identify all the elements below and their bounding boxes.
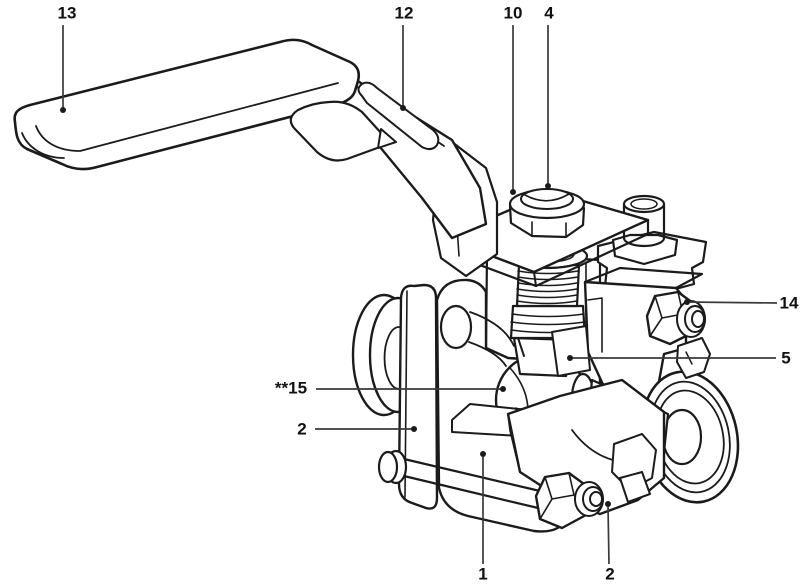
callout-label-2-right: 2 bbox=[605, 564, 615, 584]
callout-label-1: 1 bbox=[478, 564, 488, 584]
leader-14 bbox=[686, 301, 778, 304]
callout-label-10: 10 bbox=[503, 3, 523, 23]
stem-nut bbox=[508, 188, 586, 239]
callout-label-4: 4 bbox=[544, 3, 554, 23]
handle-grip bbox=[13, 38, 361, 171]
callout-label-5: 5 bbox=[781, 348, 791, 368]
callout-label-14: 14 bbox=[779, 293, 799, 313]
callout-label-12: 12 bbox=[394, 3, 414, 23]
callout-label-2-left: 2 bbox=[297, 419, 307, 439]
stop-pin bbox=[611, 194, 679, 266]
body-bolt-14 bbox=[645, 290, 706, 346]
left-end-connection bbox=[397, 283, 439, 510]
leader-dots bbox=[60, 105, 690, 507]
callout-label-13: 13 bbox=[57, 3, 77, 23]
trunnion-boss bbox=[439, 304, 473, 350]
ferrule-cut-faces bbox=[611, 337, 711, 503]
body-studs bbox=[377, 449, 604, 530]
front-hex-nut bbox=[534, 471, 604, 530]
locking-tab bbox=[289, 100, 397, 162]
leader-2-right bbox=[607, 504, 610, 565]
callout-label-15: **15 bbox=[274, 378, 308, 398]
leader-lines bbox=[62, 25, 778, 565]
seat bbox=[551, 325, 591, 377]
